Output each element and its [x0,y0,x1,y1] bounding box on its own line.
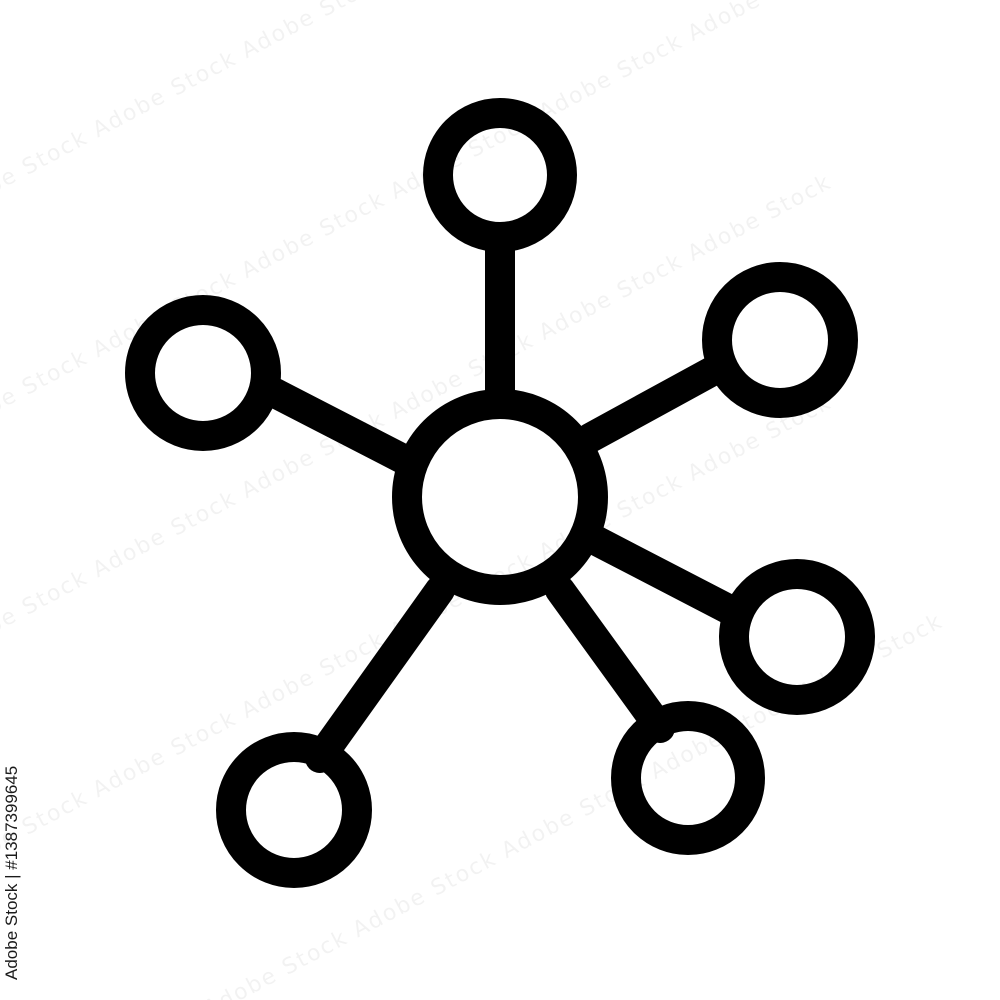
spoke-lower-left [305,575,455,773]
node-top [423,98,577,252]
spoke-lower-right [545,575,675,743]
spoke-upper-right [575,353,733,453]
node-upper-right [702,262,858,418]
node-lower-left [216,732,372,888]
node-right [719,559,875,715]
node-left [125,295,281,451]
spoke-left [260,378,420,475]
stock-id-label: Adobe Stock | #1387399645 [2,765,21,980]
node-lower-right [611,701,765,855]
hub-node [392,389,608,605]
spoke-right [580,525,745,625]
